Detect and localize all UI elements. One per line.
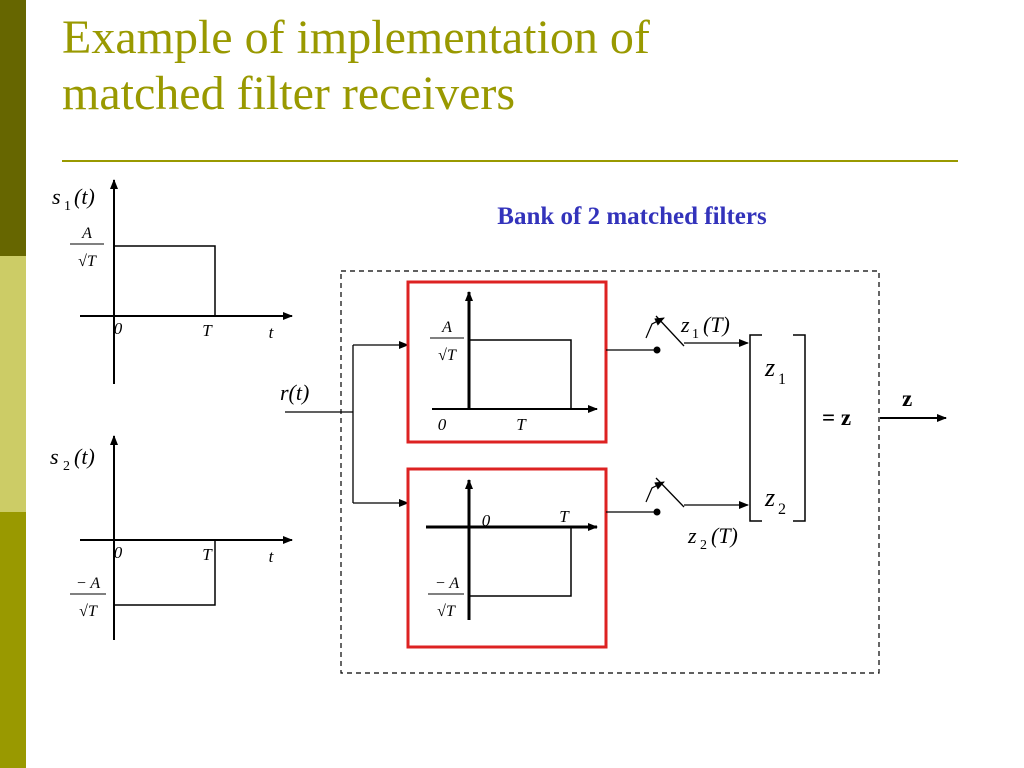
filter2-box bbox=[406, 467, 608, 649]
slide-title-line1: Example of implementation of bbox=[62, 11, 650, 64]
sampler-2: z 2 (T) bbox=[606, 477, 749, 553]
slide-title-line2: matched filter receivers bbox=[62, 67, 516, 120]
output-z-label: z bbox=[902, 386, 912, 411]
matched-filter-1: A √T 0 T bbox=[406, 280, 608, 444]
s1-label-arg: (t) bbox=[74, 184, 95, 209]
z2T-arg: (T) bbox=[711, 523, 738, 548]
s1-label-s: s bbox=[52, 184, 61, 209]
sampler2-contact bbox=[653, 508, 661, 516]
s2-pulse bbox=[114, 540, 216, 606]
sampler1-switch-arrow-icon bbox=[645, 317, 665, 339]
filter2-origin-label: 0 bbox=[482, 511, 491, 530]
vector-equals-z: = z bbox=[822, 405, 851, 430]
s2-label-sub: 2 bbox=[63, 459, 70, 474]
s1-amp-numerator: A bbox=[81, 225, 92, 242]
sampler2-switch-blade bbox=[655, 477, 685, 508]
vector-z2-sub: 2 bbox=[778, 501, 786, 518]
filter2-amp-denominator: √T bbox=[437, 603, 456, 620]
filter2-T-label: T bbox=[559, 507, 570, 526]
slide-title: Example of implementation of matched fil… bbox=[62, 10, 962, 122]
filter1-origin-label: 0 bbox=[438, 415, 447, 434]
matched-filter-2: 0 T − A √T bbox=[406, 467, 608, 649]
filter2-impulse-response bbox=[469, 527, 572, 597]
filter1-impulse-response bbox=[469, 339, 572, 409]
vector-left-bracket bbox=[749, 334, 762, 522]
z2T-base: z bbox=[687, 523, 697, 548]
s2-origin-label: 0 bbox=[114, 543, 123, 562]
vector-z2-base: z bbox=[764, 483, 775, 512]
input-network: r(t) bbox=[280, 341, 409, 507]
s2-label-s: s bbox=[50, 444, 59, 469]
sidebar-segment-top bbox=[0, 0, 26, 256]
sampler-1: z 1 (T) bbox=[606, 312, 749, 354]
sampler2-switch-arrow-icon bbox=[645, 481, 665, 503]
z1T-base: z bbox=[680, 312, 690, 337]
s2-T-label: T bbox=[202, 545, 213, 564]
receiver-boundary bbox=[340, 270, 880, 674]
input-label: r(t) bbox=[280, 380, 309, 405]
filter1-box bbox=[406, 280, 608, 444]
s1-label-sub: 1 bbox=[64, 199, 71, 214]
s2-label-arg: (t) bbox=[74, 444, 95, 469]
s1-t-label: t bbox=[269, 323, 275, 342]
filter2-amp-numerator: − A bbox=[435, 575, 460, 592]
filter1-amp-denominator: √T bbox=[438, 347, 457, 364]
sidebar-segment-middle bbox=[0, 256, 26, 512]
s2-t-label: t bbox=[269, 547, 275, 566]
filter1-T-label: T bbox=[516, 415, 527, 434]
s1-T-label: T bbox=[202, 321, 213, 340]
s1-origin-label: 0 bbox=[114, 319, 123, 338]
filter1-amp-numerator: A bbox=[441, 319, 452, 336]
sampler1-contact bbox=[653, 346, 661, 354]
s2-amp-numerator: − A bbox=[76, 575, 101, 592]
filter-bank-caption: Bank of 2 matched filters bbox=[497, 203, 767, 230]
z1T-arg: (T) bbox=[703, 312, 730, 337]
sidebar-segment-bottom bbox=[0, 512, 26, 768]
vector-z1-base: z bbox=[764, 353, 775, 382]
s1-amp-denominator: √T bbox=[78, 253, 97, 270]
sidebar-decoration bbox=[0, 0, 26, 768]
vector-z1-sub: 1 bbox=[778, 371, 786, 388]
s2-amp-denominator: √T bbox=[79, 603, 98, 620]
vector-right-bracket bbox=[793, 334, 806, 522]
z1T-sub: 1 bbox=[692, 327, 699, 342]
signal-s1-plot: s 1 (t) A √T 0 T t bbox=[52, 179, 293, 384]
decision-vector: z 1 z 2 = z z bbox=[749, 334, 947, 522]
z2T-sub: 2 bbox=[700, 538, 707, 553]
s1-pulse bbox=[114, 245, 216, 316]
signal-s2-plot: s 2 (t) 0 T t − A √T bbox=[50, 435, 293, 640]
title-divider bbox=[62, 160, 958, 162]
